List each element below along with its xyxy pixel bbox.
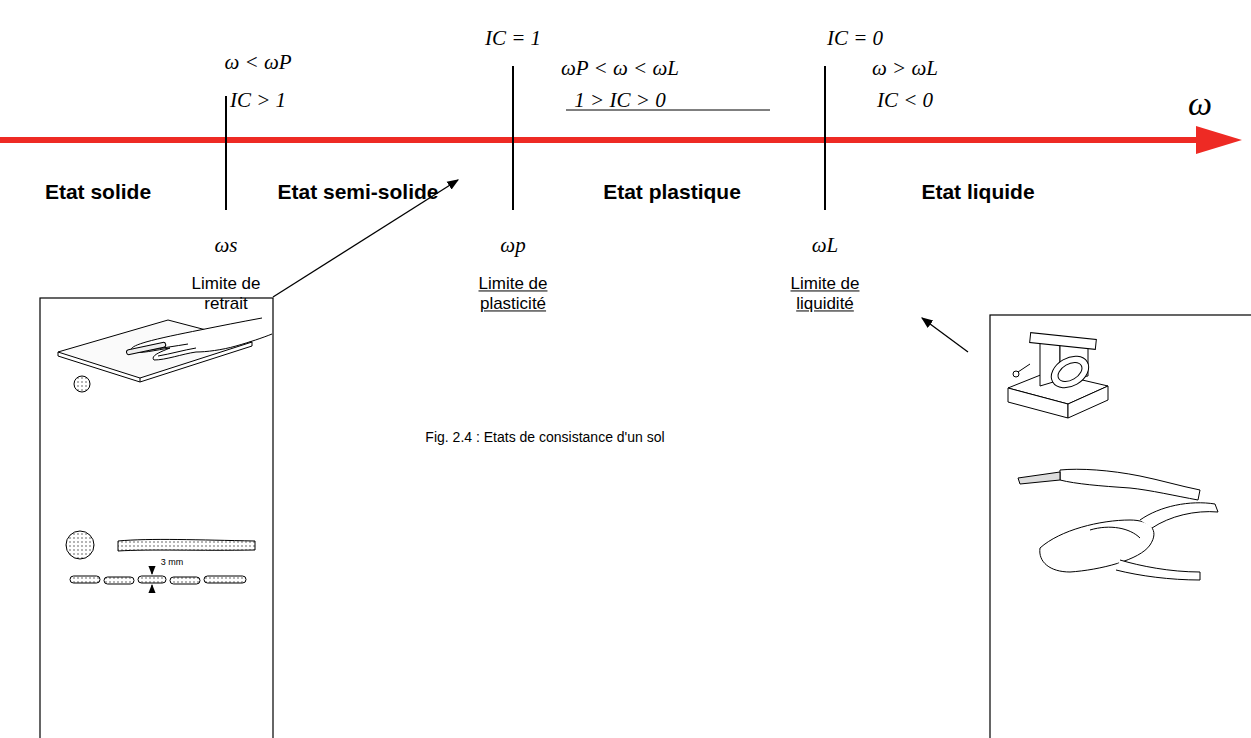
axis-symbol: ω [1188, 84, 1212, 123]
casagrande-apparatus [1008, 333, 1218, 580]
illustration-frame [40, 298, 273, 738]
index-text: 1 > IC > 0 [574, 88, 665, 112]
axis-head [1196, 126, 1242, 154]
state-name: Etat semi-solide [277, 180, 438, 204]
limit-symbol: ωp [500, 233, 525, 257]
state-name: Etat solide [45, 180, 151, 204]
condition-text: ω < ωP [224, 50, 291, 74]
limit-name: Limite de liquidité [777, 274, 873, 313]
index-text: IC < 0 [877, 88, 933, 112]
limit-line [225, 96, 227, 210]
limit-symbol: ωs [215, 233, 238, 257]
limit-name: Limite de retrait [178, 274, 274, 313]
index-text: IC = 0 [827, 26, 883, 50]
index-text: IC > 1 [230, 88, 286, 112]
state-name: Etat plastique [603, 180, 741, 204]
index-text: IC = 1 [485, 26, 541, 50]
leader-arrow [273, 180, 458, 297]
leader-arrow [922, 318, 968, 352]
figure-caption: Fig. 2.4 : Etats de consistance d'un sol [425, 429, 664, 445]
illustration-frame [990, 315, 1251, 738]
condition-text: ω > ωL [872, 56, 938, 80]
limit-symbol: ωL [812, 233, 839, 257]
axis-arrow [0, 137, 1200, 143]
condition-text: ωP < ω < ωL [561, 56, 679, 80]
state-name: Etat liquide [921, 180, 1034, 204]
limit-name: Limite de plasticité [465, 274, 561, 313]
limit-line [512, 66, 514, 210]
limit-line [824, 66, 826, 210]
rolling-test [58, 318, 272, 592]
dimension: 3 mm [161, 557, 184, 567]
